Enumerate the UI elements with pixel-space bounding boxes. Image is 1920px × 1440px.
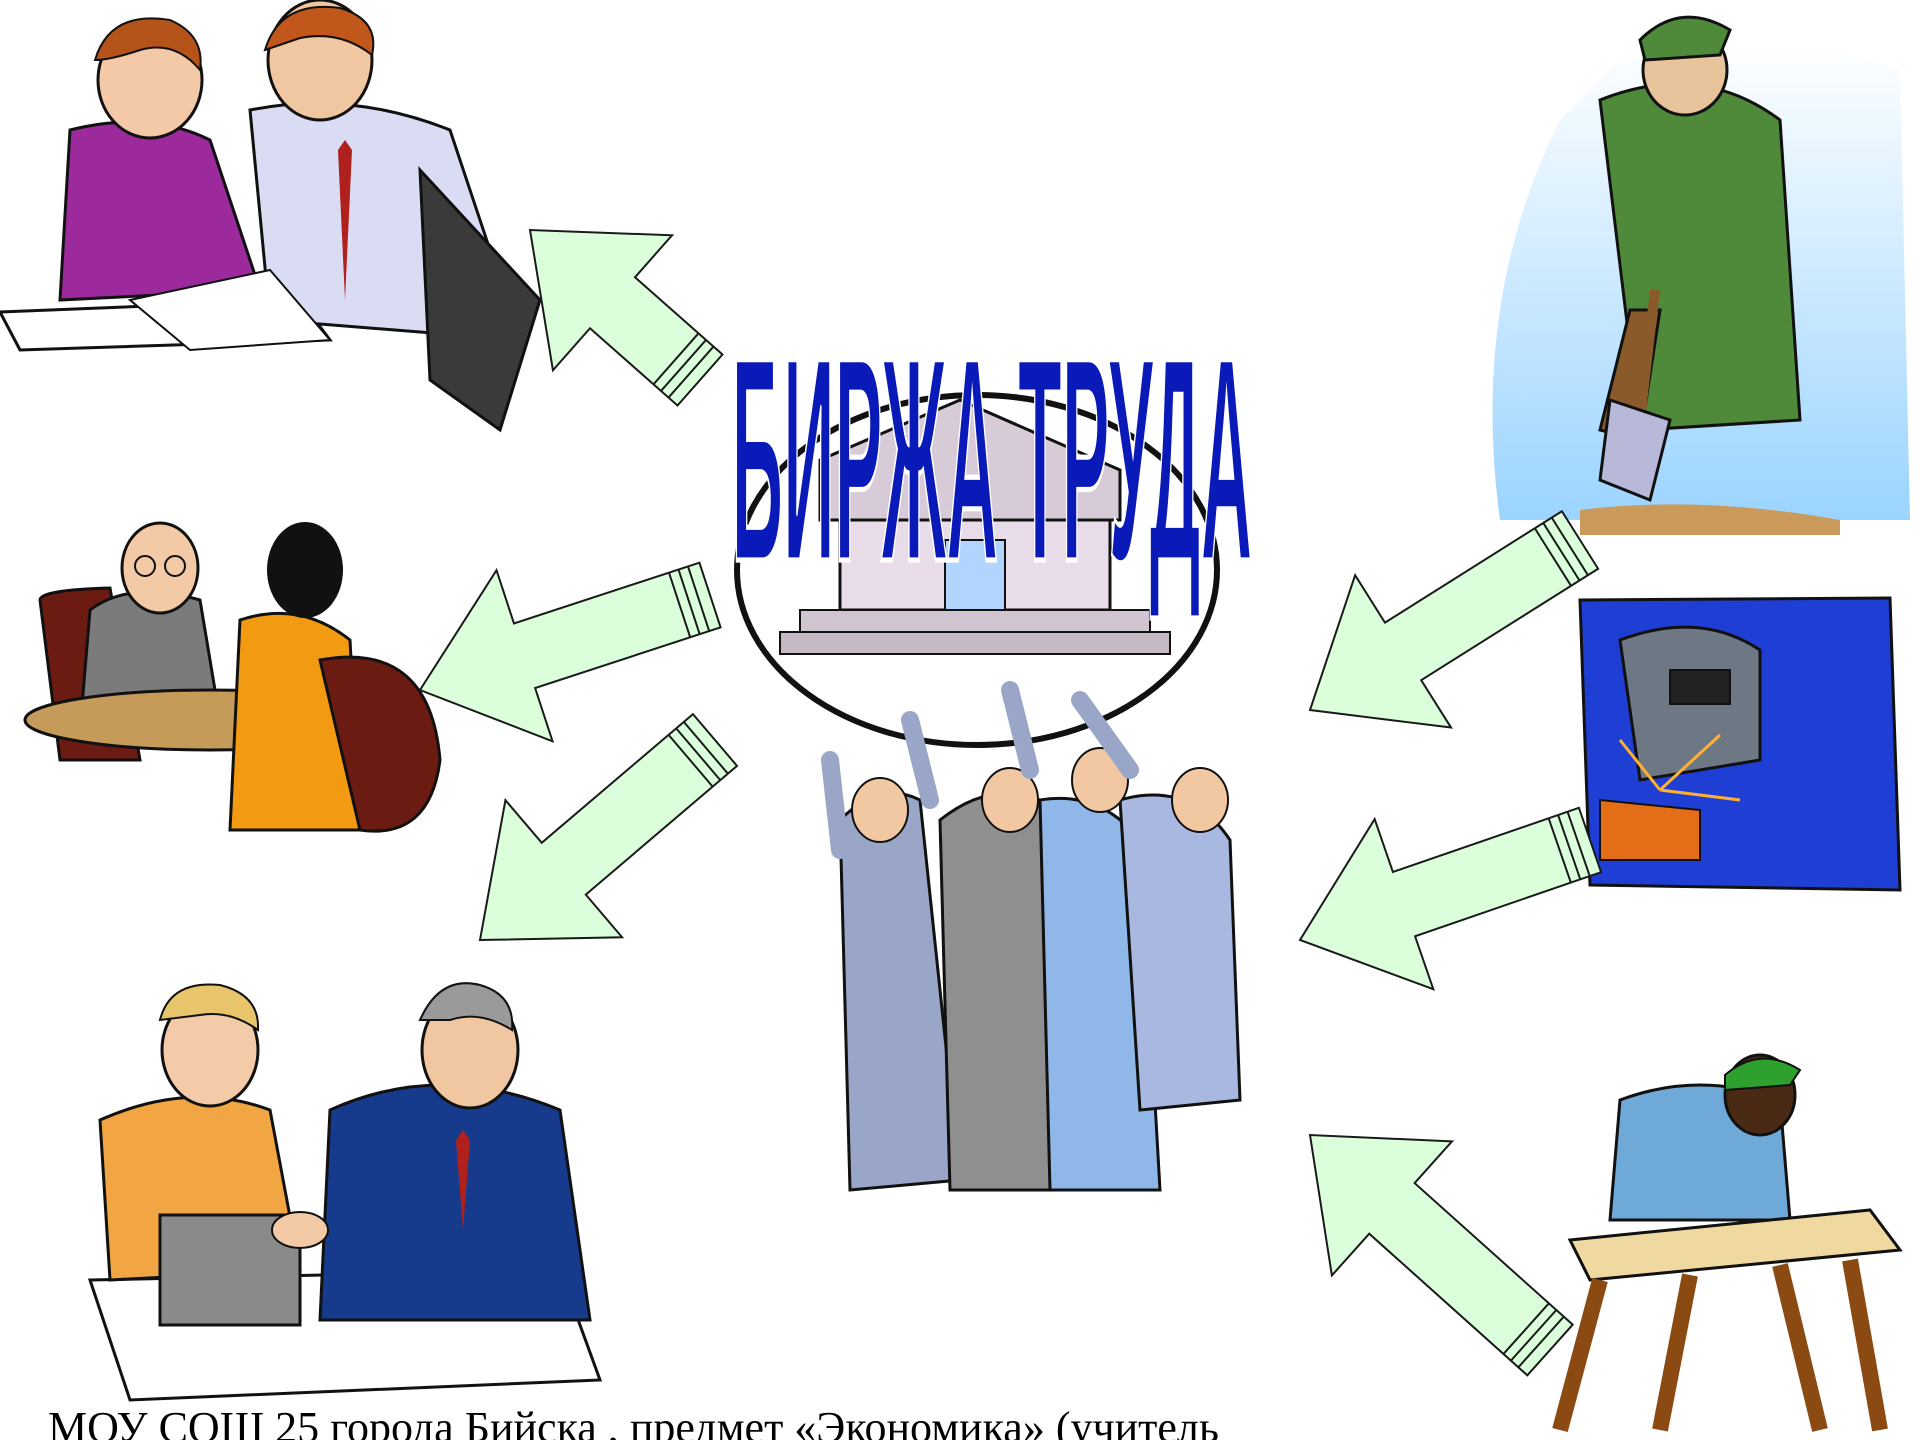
arrow-from-welder-tail-band [1566,811,1591,877]
arrow-from-digging-worker-tail-band [1533,527,1572,587]
arrow-to-office-colleagues-tail-band [652,332,700,385]
arrow-to-interview-tail-band [668,572,692,638]
arrow-from-digging-worker [1308,509,1600,729]
arrow-to-handshake-tail-band [675,727,722,781]
arrow-to-handshake-tail-band [667,734,714,788]
arrow-to-office-colleagues-tail-band [667,345,715,399]
arrow-to-office-colleagues-tail-band [660,339,707,392]
arrow-to-interview-tail-band [677,569,701,635]
arrow-to-interview-tail-band [687,566,711,632]
arrow-from-carpenter [1308,1133,1575,1377]
interview-illustration [23,521,442,833]
arrow-to-interview [418,561,722,743]
arrows-group [418,228,1603,1377]
arrow-to-handshake-tail-band [683,721,729,775]
arrow-from-carpenter-tail-band [1502,1302,1550,1355]
office-colleagues-illustration [0,0,542,433]
footer-caption: МОУ СОШ 25 города Бийска , предмет «Экон… [48,1403,1219,1440]
handshake-illustration [87,982,603,1402]
arrow-from-carpenter-tail-band [1510,1309,1558,1362]
arrow-from-carpenter-tail-band [1517,1316,1565,1368]
arrow-from-welder-tail-band [1557,814,1582,880]
page-title: БИРЖА ТРУДА [732,296,1253,621]
arrow-from-welder-tail-band [1547,817,1572,883]
arrow-to-handshake [478,712,739,942]
arrow-to-office-colleagues [528,228,724,407]
carpenter-illustration [1552,1053,1903,1433]
arrow-from-welder [1298,806,1603,991]
arrow-from-digging-worker-tail-band [1550,517,1589,576]
arrow-from-digging-worker-tail-band [1542,522,1581,582]
digging-worker-illustration [1492,15,1910,535]
crowd-illustration [821,681,1242,1192]
welder-illustration [1578,596,1902,892]
exchange-building-illustration [734,392,1220,748]
